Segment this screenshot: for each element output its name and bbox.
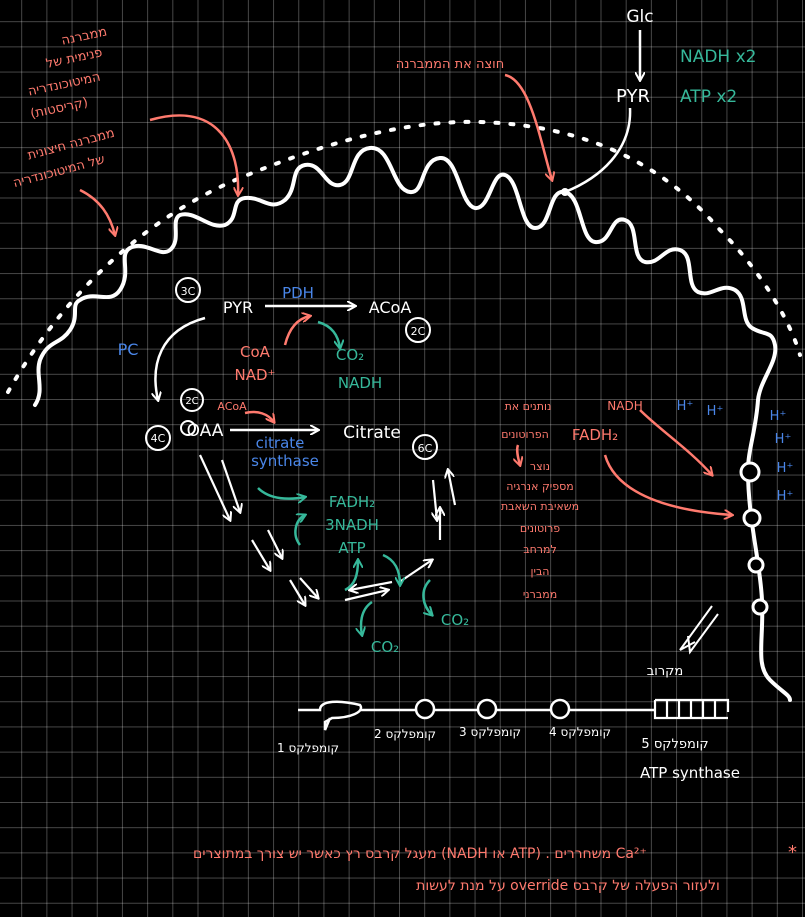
crosses-membrane-note: חוצה את הממברנה (396, 57, 504, 72)
etc-complex-node (742, 508, 762, 528)
pyr-carbon-count: 3C (181, 285, 196, 298)
glc-label: Glc (626, 7, 653, 27)
nadh-etc-label: NADH (607, 399, 642, 413)
co2-release-2: CO₂ (441, 611, 469, 629)
atp-synthase-label: ATP synthase (640, 764, 740, 782)
proton-2: H⁺ (707, 404, 724, 419)
zoom-label: מקרוב (647, 664, 683, 679)
proton-1: H⁺ (677, 399, 694, 414)
pc-enzyme-label: PC (118, 340, 139, 359)
nadh3-product-label: 3NADH (325, 516, 379, 534)
gradient-note-5: למרחב (523, 543, 556, 556)
gradient-note-2: מספיק אנרגיה (506, 480, 573, 493)
protons-note-2: הפרוטונים (501, 428, 549, 441)
acoa-small-carbon-count: 2C (185, 396, 198, 407)
proton-5: H⁺ (777, 461, 794, 476)
pyr-top-label: PYR (616, 86, 650, 107)
complex-4-label: קומפלקס 4 (549, 725, 611, 739)
complex-1-label: קומפלקס 1 (277, 741, 339, 755)
atp-x2-label: ATP x2 (680, 87, 737, 107)
footnote-star: * (788, 842, 797, 863)
oaa-label: OAA (187, 421, 224, 441)
complex-3-node (476, 698, 498, 720)
inner-membrane-cristae (33, 146, 792, 702)
inner-membrane-label-2: של המיטוכונדריה (12, 152, 107, 191)
gradient-note-3: משאיבת השאבת (501, 500, 579, 513)
etc-complex-node (751, 598, 769, 616)
complex-5-label: קומפלקס 5 (641, 737, 708, 752)
complex-2-label: קומפלקס 2 (374, 727, 436, 741)
etc-zoomed-membrane (298, 700, 363, 731)
complex-4-node (549, 698, 571, 720)
footnote-line-1: מעגל קרבס רץ כאשר יש צורך במתוצרים (NADH… (193, 846, 647, 862)
pyr-substrate-label: PYR (223, 298, 253, 317)
outer-membrane-label-1: ממברנה (60, 24, 108, 48)
citrate-label: Citrate (343, 423, 401, 443)
citrate-carbon-count: 6C (418, 442, 433, 455)
gradient-note-1: נוצר (530, 460, 550, 473)
complex-3-label: קומפלקס 3 (459, 725, 521, 739)
fadh2-product-label: FADH₂ (329, 493, 375, 511)
acoa-product-label: ACoA (369, 298, 412, 317)
atp-synthase-comb (653, 698, 730, 720)
acoa-carbon-count: 2C (411, 325, 426, 338)
etc-complex-node (739, 461, 761, 483)
proton-6: H⁺ (777, 489, 794, 504)
atp-product-label: ATP (338, 539, 365, 557)
gradient-note-7: ממברני (523, 588, 557, 601)
protons-note-1: נותנים את (505, 400, 552, 413)
gradient-note-6: הבין (530, 565, 549, 578)
proton-4: H⁺ (775, 432, 792, 447)
nadh-x2-label: NADH x2 (680, 47, 757, 67)
footnote-line-2: על מנת לעשות override ולעזור הפעלה של קר… (416, 878, 720, 894)
gradient-note-4: פרוטונים (520, 522, 560, 535)
nad-input-label: NAD⁺ (235, 366, 276, 384)
proton-3: H⁺ (770, 409, 787, 424)
coa-input-label: CoA (240, 343, 271, 361)
complex-2-node (414, 698, 436, 720)
co2-release-1: CO₂ (371, 638, 399, 656)
outer-membrane-label-4: (קריסטות) (29, 95, 89, 122)
etc-complex-node (747, 556, 765, 574)
outer-membrane-label-2: פנימית של (45, 45, 104, 72)
acoa-small-label: ACoA (217, 400, 247, 413)
citrate-synthase-label-1: citrate (256, 434, 305, 452)
pdh-enzyme-label: PDH (282, 284, 314, 302)
nadh-output-label: NADH (338, 374, 382, 392)
oaa-carbon-count: 4C (151, 432, 166, 445)
co2-output-label: CO₂ (336, 346, 364, 364)
citrate-synthase-label-2: synthase (251, 452, 319, 470)
outer-membrane-label-3: המיטוכונדריה (27, 70, 102, 100)
fadh2-etc-label: FADH₂ (572, 426, 618, 444)
